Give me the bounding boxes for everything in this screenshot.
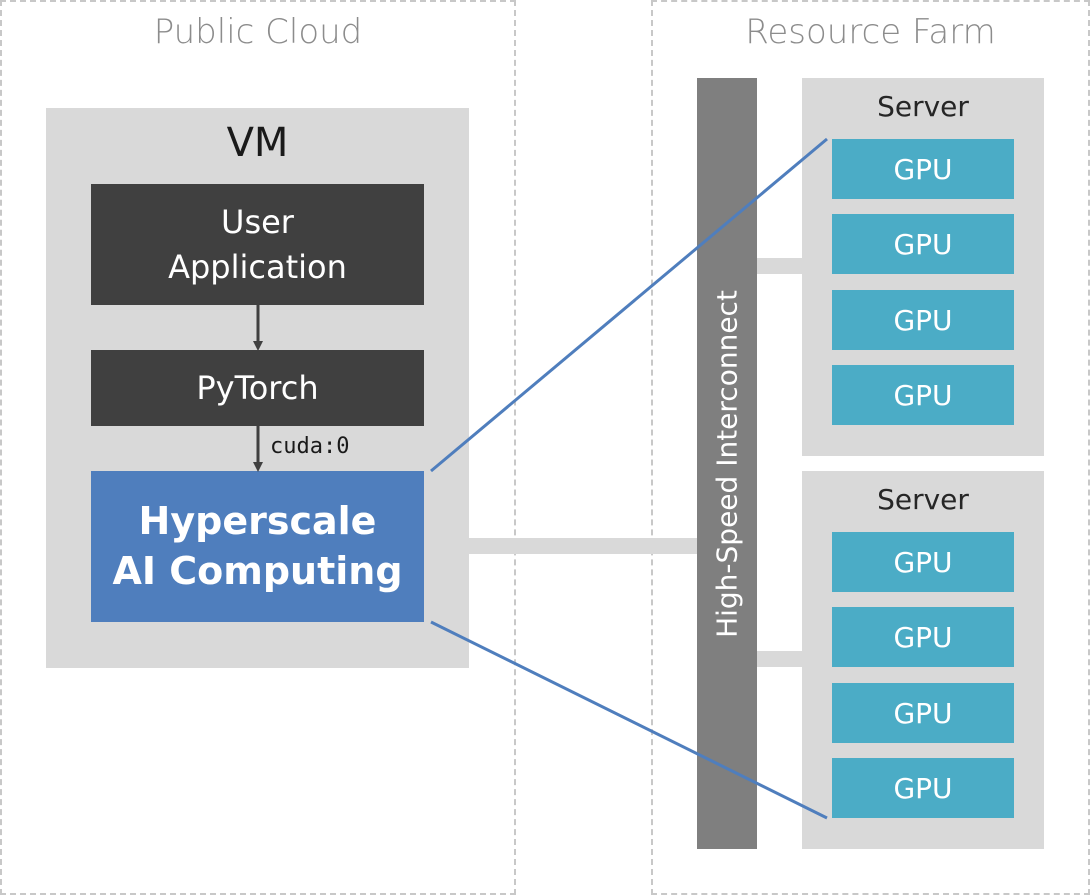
lower-zoom-line (430, 620, 828, 820)
gpu-1-1: GPU (832, 139, 1014, 199)
hyperscale-line-1: Hyperscale (138, 499, 377, 544)
gpu-1-4: GPU (832, 365, 1014, 425)
gpu-2-1: GPU (832, 532, 1014, 592)
user-application-line-1: User (221, 202, 294, 241)
gpu-2-2: GPU (832, 607, 1014, 667)
user-application-box: User Application (91, 184, 424, 305)
pytorch-box: PyTorch (91, 350, 424, 426)
resource-farm-title: Resource Farm (745, 12, 996, 52)
upper-zoom-line (430, 137, 828, 473)
user-application-line-2: Application (168, 247, 347, 286)
hyperscale-ai-computing-box: Hyperscale AI Computing (91, 471, 424, 622)
server-title-1: Server (877, 90, 969, 123)
gpu-1-3: GPU (832, 290, 1014, 350)
vm-title: VM (226, 120, 289, 166)
cuda-device-label: cuda:0 (270, 434, 350, 459)
server-2-connector (756, 651, 804, 667)
resource-farm-region: Resource Farm (651, 0, 1090, 895)
public-cloud-region: Public Cloud (0, 0, 516, 895)
vm-to-interconnect-connector (468, 538, 698, 554)
gpu-1-2: GPU (832, 214, 1014, 274)
public-cloud-title: Public Cloud (153, 12, 363, 52)
server-1-connector (756, 258, 804, 274)
server-title-2: Server (877, 483, 969, 516)
gpu-2-3: GPU (832, 683, 1014, 743)
pytorch-label: PyTorch (196, 368, 319, 407)
hyperscale-line-2: AI Computing (112, 548, 403, 593)
gpu-2-4: GPU (832, 758, 1014, 818)
